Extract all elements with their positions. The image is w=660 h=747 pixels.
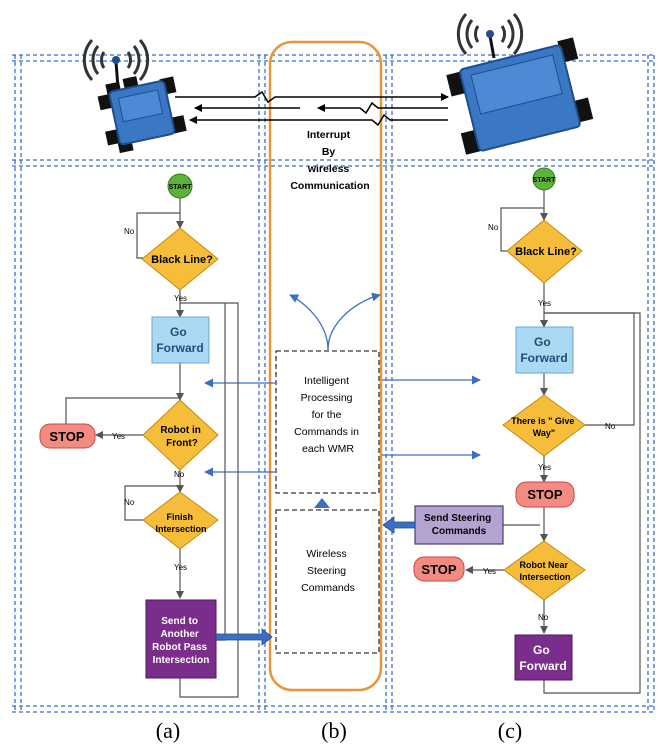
send-to-wireless-arrow-icon bbox=[215, 628, 273, 646]
yes-label-a3: Yes bbox=[174, 563, 187, 572]
yes-label-c2: Yes bbox=[538, 463, 551, 472]
no-label-c1: No bbox=[488, 223, 499, 232]
stop-node-c1 bbox=[515, 481, 575, 508]
flowchart-a: START Black Line? No Yes Go Forward Robo… bbox=[39, 173, 273, 698]
send-steering-box bbox=[414, 505, 504, 545]
decision-robot-near-c bbox=[503, 540, 586, 601]
robot-left-icon bbox=[82, 39, 187, 154]
no-label-a1: No bbox=[124, 227, 135, 236]
interrupt-label: Interrupt By wireless Communication bbox=[290, 129, 369, 192]
send-another-robot-a bbox=[145, 599, 217, 679]
start-label-a: START bbox=[169, 184, 193, 191]
finish-label-a: Finish Intersection bbox=[155, 512, 206, 534]
steering-to-wireless-arrow-icon bbox=[382, 516, 416, 534]
decision-black-line-c bbox=[506, 219, 583, 284]
no-label-c2: No bbox=[605, 422, 616, 431]
go-forward-label-a: Go Forward bbox=[156, 325, 203, 355]
stop-label-a: STOP bbox=[49, 429, 84, 444]
give-way-label-c: There is " Give Way" bbox=[511, 416, 577, 438]
black-line-label-c: Black Line? bbox=[515, 246, 577, 258]
decision-robot-front-a bbox=[142, 399, 219, 471]
yes-label-c3: Yes bbox=[483, 567, 496, 576]
send-steering-label: Send Steering Commands bbox=[424, 513, 494, 537]
go-forward-label-c2: Go Forward bbox=[519, 643, 566, 673]
black-line-label-a: Black Line? bbox=[151, 254, 213, 266]
up-arrow-icon bbox=[314, 498, 330, 508]
yes-label-c1: Yes bbox=[538, 299, 551, 308]
robot-near-label-c: Robot Near Intersection bbox=[519, 560, 570, 582]
stop-label-c1: STOP bbox=[527, 487, 562, 502]
stop-label-c2: STOP bbox=[421, 562, 456, 577]
middle-frame bbox=[268, 40, 383, 692]
decision-black-line-a bbox=[141, 227, 219, 291]
robot-front-label-a: Robot in Front? bbox=[160, 425, 203, 449]
caption-a: (a) bbox=[156, 718, 180, 743]
start-node-a bbox=[167, 173, 193, 199]
send-label-a: Send to Another Robot Pass Intersection bbox=[152, 616, 210, 666]
stop-node-c2 bbox=[413, 556, 465, 582]
no-label-c3: No bbox=[538, 613, 549, 622]
intelligent-processing-label: Intelligent Processing for the Commands … bbox=[294, 375, 362, 455]
decision-give-way-c bbox=[502, 394, 586, 457]
go-forward-label-c: Go Forward bbox=[520, 335, 567, 365]
curve-arrow-right bbox=[327, 292, 381, 351]
no-label-a3: No bbox=[124, 498, 135, 507]
process-go-forward-a bbox=[151, 316, 210, 364]
start-label-c: START bbox=[533, 177, 557, 184]
process-go-forward-c bbox=[515, 326, 574, 374]
intelligent-processing-box bbox=[275, 350, 380, 494]
no-label-a2: No bbox=[174, 470, 185, 479]
command-arrows bbox=[204, 375, 481, 477]
process-go-forward-c2 bbox=[514, 634, 573, 681]
caption-b: (b) bbox=[321, 718, 347, 743]
curve-arrow-left bbox=[289, 294, 329, 351]
wireless-steering-label: Wireless Steering Commands bbox=[301, 548, 355, 594]
yes-label-a2: Yes bbox=[112, 432, 125, 441]
stop-node-a bbox=[39, 423, 96, 449]
robot-right-icon bbox=[446, 13, 594, 155]
decision-finish-a bbox=[142, 491, 219, 550]
yes-label-a1: Yes bbox=[174, 294, 187, 303]
wireless-steering-box bbox=[275, 509, 380, 654]
caption-c: (c) bbox=[498, 718, 522, 743]
start-node-c bbox=[532, 167, 556, 191]
flowchart-c: START Black Line? No Yes Go Forward Ther… bbox=[382, 167, 641, 694]
wireless-link-arrows bbox=[175, 90, 449, 127]
